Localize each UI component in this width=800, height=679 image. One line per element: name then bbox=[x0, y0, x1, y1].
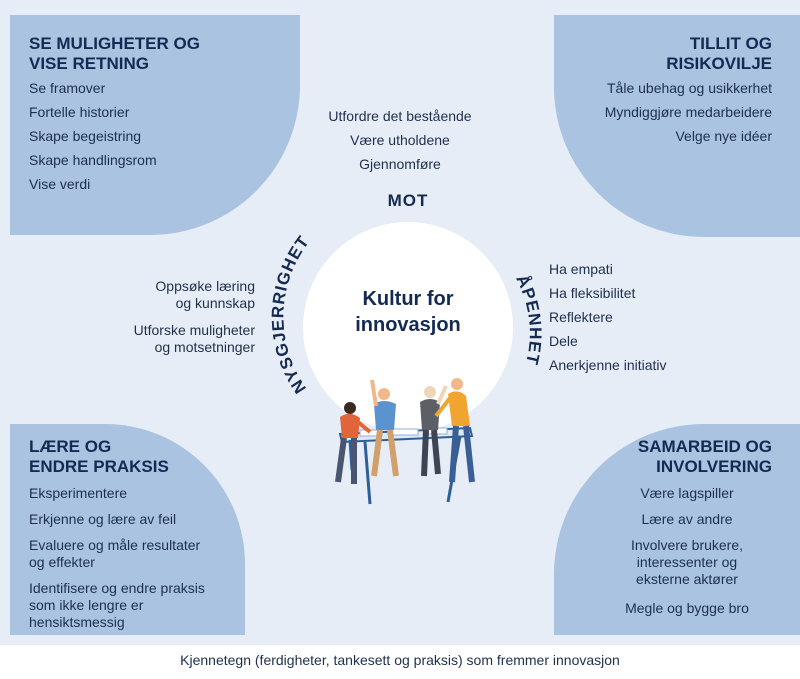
nysgjerrighet-list: Oppsøke læring og kunnskap Utforske muli… bbox=[134, 278, 255, 366]
top-right-title: TILLIT OG RISIKOVILJE bbox=[666, 34, 772, 73]
list-item: Velge nye idéer bbox=[675, 128, 772, 144]
apenhet-label: ÅPENHET bbox=[512, 272, 545, 367]
top-left-list: Se framover Fortelle historier Skape beg… bbox=[29, 80, 157, 200]
list-item: Oppsøke læring og kunnskap bbox=[155, 278, 255, 311]
diagram-area: SE MULIGHETER OG VISE RETNING Se framove… bbox=[0, 0, 800, 645]
list-item: Myndiggjøre medarbeidere bbox=[604, 104, 772, 120]
list-item: Gjennomføre bbox=[359, 156, 441, 172]
list-item: Lære av andre bbox=[641, 511, 733, 527]
mot-label: MOT bbox=[388, 191, 429, 210]
list-item: Utforske muligheter og motsetninger bbox=[133, 322, 255, 355]
person-icon bbox=[335, 402, 372, 484]
person-icon bbox=[434, 378, 475, 483]
list-item: Tåle ubehag og usikkerhet bbox=[607, 80, 772, 96]
apenhet-list: Ha empati Ha fleksibilitet Reflektere De… bbox=[549, 261, 667, 381]
list-item: Vise verdi bbox=[29, 176, 91, 192]
bottom-left-list: Eksperimentere Erkjenne og lære av feil … bbox=[29, 485, 205, 640]
top-right-list: Tåle ubehag og usikkerhet Myndiggjøre me… bbox=[605, 80, 772, 152]
bottom-right-list: Være lagspiller Lære av andre Involvere … bbox=[602, 485, 772, 626]
team-illustration bbox=[335, 378, 475, 505]
list-item: Utfordre det bestående bbox=[328, 108, 472, 124]
list-item: Erkjenne og lære av feil bbox=[29, 511, 177, 527]
center-title: Kultur for innovasjon bbox=[355, 288, 461, 336]
list-item: Ha fleksibilitet bbox=[549, 285, 636, 301]
list-item: Involvere brukere, interessenter og ekst… bbox=[630, 537, 744, 587]
list-item: Megle og bygge bro bbox=[625, 600, 749, 616]
list-item: Dele bbox=[549, 333, 578, 349]
figure-caption: Kjennetegn (ferdigheter, tankesett og pr… bbox=[180, 652, 620, 668]
list-item: Skape begeistring bbox=[29, 128, 142, 144]
list-item: Evaluere og måle resultater og effekter bbox=[29, 537, 201, 570]
bottom-right-title: SAMARBEID OG INVOLVERING bbox=[637, 437, 772, 476]
list-item: Reflektere bbox=[549, 309, 613, 325]
list-item: Skape handlingsrom bbox=[29, 152, 157, 168]
list-item: Identifisere og endre praksis som ikke l… bbox=[29, 580, 205, 630]
list-item: Eksperimentere bbox=[29, 485, 128, 501]
list-item: Fortelle historier bbox=[29, 104, 130, 120]
list-item: Ha empati bbox=[549, 261, 613, 277]
mot-list: Utfordre det bestående Være utholdene Gj… bbox=[300, 108, 500, 180]
top-left-title: SE MULIGHETER OG VISE RETNING bbox=[29, 34, 200, 73]
list-item: Være lagspiller bbox=[640, 485, 734, 501]
nysgjerrighet-label: NYSGJERRIGHET bbox=[268, 232, 313, 397]
list-item: Anerkjenne initiativ bbox=[549, 357, 667, 373]
arc-labels: MOT NYSGJERRIGHET ÅPENHET bbox=[268, 191, 545, 397]
list-item: Se framover bbox=[29, 80, 106, 96]
center-circle bbox=[303, 222, 513, 432]
bottom-left-title: LÆRE OG ENDRE PRAKSIS bbox=[29, 437, 169, 476]
person-icon bbox=[420, 385, 448, 477]
list-item: Være utholdene bbox=[350, 132, 450, 148]
person-icon bbox=[370, 379, 399, 477]
